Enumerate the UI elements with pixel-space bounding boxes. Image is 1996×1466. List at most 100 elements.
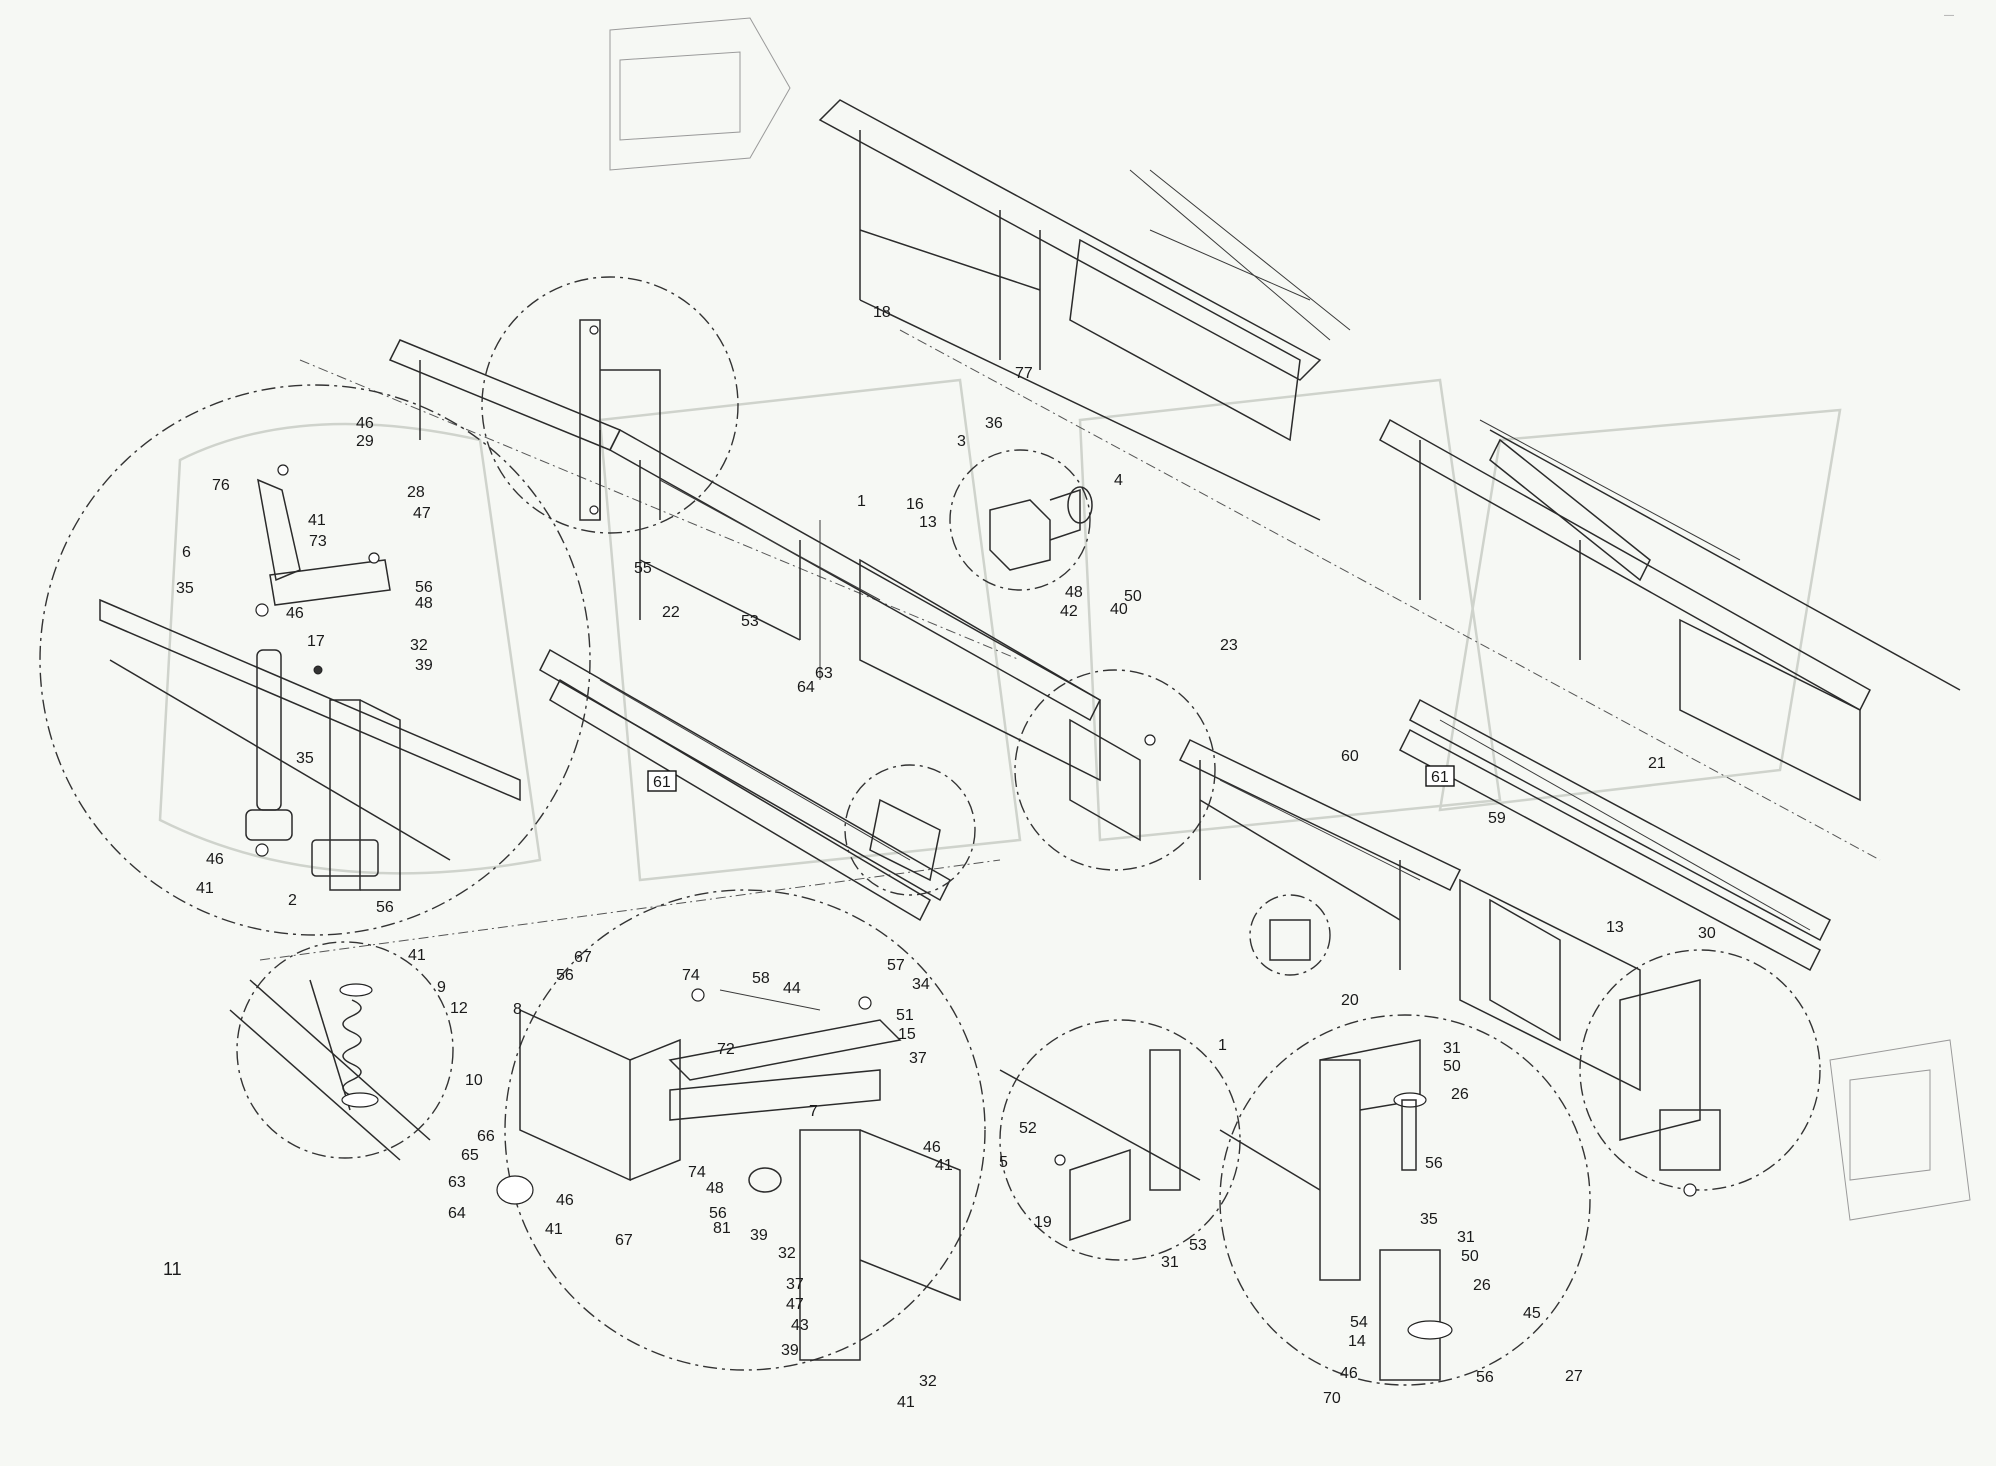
part-number-29: 29: [356, 433, 374, 450]
part-number-52: 52: [1019, 1120, 1037, 1137]
upper-center-frame: [609, 17, 1351, 521]
part-number-56: 56: [415, 579, 433, 596]
part-number-31: 31: [1161, 1254, 1179, 1271]
part-number-59: 59: [1488, 810, 1506, 827]
detail-circle-far-right: [1579, 949, 1821, 1197]
detail-circle-boom-end: [844, 764, 976, 896]
part-number-37: 37: [786, 1276, 804, 1293]
part-number-77: 77: [1015, 365, 1033, 382]
detail-circle-small-center: [1249, 894, 1331, 976]
part-number-53: 53: [741, 613, 759, 630]
part-number-1: 1: [857, 493, 866, 510]
part-number-41: 41: [308, 512, 326, 529]
part-number-41: 41: [545, 1221, 563, 1238]
part-number-64: 64: [448, 1205, 466, 1222]
part-number-57: 57: [887, 957, 905, 974]
header-mark: —: [1944, 10, 1954, 21]
part-number-56: 56: [556, 967, 574, 984]
part-number-39: 39: [415, 657, 433, 674]
detail-circle-lower-center: [496, 889, 986, 1371]
part-number-3: 3: [957, 433, 966, 450]
boxed-label-61-right: 61: [1431, 769, 1449, 786]
part-number-34: 34: [912, 976, 930, 993]
part-number-53: 53: [1189, 1237, 1207, 1254]
part-number-16: 16: [906, 496, 924, 513]
part-number-18: 18: [873, 304, 891, 321]
part-number-47: 47: [786, 1296, 804, 1313]
part-number-20: 20: [1341, 992, 1359, 1009]
part-number-10: 10: [465, 1072, 483, 1089]
part-number-56: 56: [709, 1205, 727, 1222]
detail-circle-lower-right: [1219, 1014, 1591, 1386]
part-number-12: 12: [450, 1000, 468, 1017]
part-number-45: 45: [1523, 1305, 1541, 1322]
part-number-76: 76: [212, 477, 230, 494]
part-number-51: 51: [896, 1007, 914, 1024]
part-number-28: 28: [407, 484, 425, 501]
part-number-50: 50: [1461, 1248, 1479, 1265]
part-number-39: 39: [750, 1227, 768, 1244]
part-number-26: 26: [1473, 1277, 1491, 1294]
part-number-56: 56: [1476, 1369, 1494, 1386]
part-number-36: 36: [985, 415, 1003, 432]
part-number-66: 66: [477, 1128, 495, 1145]
part-number-48: 48: [706, 1180, 724, 1197]
part-number-60: 60: [1341, 748, 1359, 765]
part-number-74: 74: [688, 1164, 706, 1181]
upper-right-boom: [1379, 418, 1961, 802]
part-number-40: 40: [1110, 601, 1128, 618]
part-number-23: 23: [1220, 637, 1238, 654]
part-number-67: 67: [615, 1232, 633, 1249]
part-number-63: 63: [448, 1174, 466, 1191]
middle-center-frame: [1178, 739, 1641, 1092]
part-number-63: 63: [815, 665, 833, 682]
part-number-56: 56: [1425, 1155, 1443, 1172]
part-number-4: 4: [1114, 472, 1123, 489]
part-number-13: 13: [1606, 919, 1624, 936]
part-number-35: 35: [1420, 1211, 1438, 1228]
part-number-54: 54: [1350, 1314, 1368, 1331]
part-number-73: 73: [309, 533, 327, 550]
part-number-26: 26: [1451, 1086, 1469, 1103]
detail-circle-lower-right-small: [999, 1019, 1241, 1261]
part-number-30: 30: [1698, 925, 1716, 942]
detail-circle-left: [39, 384, 591, 936]
part-number-14: 14: [1348, 1333, 1366, 1350]
detail-circle-spring: [229, 941, 454, 1161]
part-number-31: 31: [1443, 1040, 1461, 1057]
part-number-32: 32: [778, 1245, 796, 1262]
part-number-48: 48: [1065, 584, 1083, 601]
part-number-5: 5: [999, 1154, 1008, 1171]
part-number-9: 9: [437, 979, 446, 996]
part-number-1: 1: [1218, 1037, 1227, 1054]
part-number-47: 47: [413, 505, 431, 522]
part-number-64: 64: [797, 679, 815, 696]
part-number-35: 35: [296, 750, 314, 767]
part-number-31: 31: [1457, 1229, 1475, 1246]
part-number-32: 32: [410, 637, 428, 654]
detail-circle-center-hinge: [1014, 669, 1216, 871]
watermark-outline: [158, 378, 1842, 882]
sheet-number: 11: [163, 1259, 182, 1279]
part-number-22: 22: [662, 604, 680, 621]
part-number-55: 55: [634, 560, 652, 577]
part-number-32: 32: [919, 1373, 937, 1390]
part-number-50: 50: [1443, 1058, 1461, 1075]
part-number-74: 74: [682, 967, 700, 984]
part-number-37: 37: [909, 1050, 927, 1067]
part-number-43: 43: [791, 1317, 809, 1334]
part-number-70: 70: [1323, 1390, 1341, 1407]
part-number-13: 13: [919, 514, 937, 531]
part-number-41: 41: [408, 947, 426, 964]
part-number-56: 56: [376, 899, 394, 916]
part-number-8: 8: [513, 1001, 522, 1018]
right-boom-beam: [1399, 698, 1831, 972]
part-number-44: 44: [783, 980, 801, 997]
part-number-67: 67: [574, 949, 592, 966]
boxed-reference-labels: 61 61: [647, 765, 1455, 792]
part-number-2: 2: [288, 892, 297, 909]
part-number-39: 39: [781, 1342, 799, 1359]
part-number-41: 41: [196, 880, 214, 897]
part-number-35: 35: [176, 580, 194, 597]
